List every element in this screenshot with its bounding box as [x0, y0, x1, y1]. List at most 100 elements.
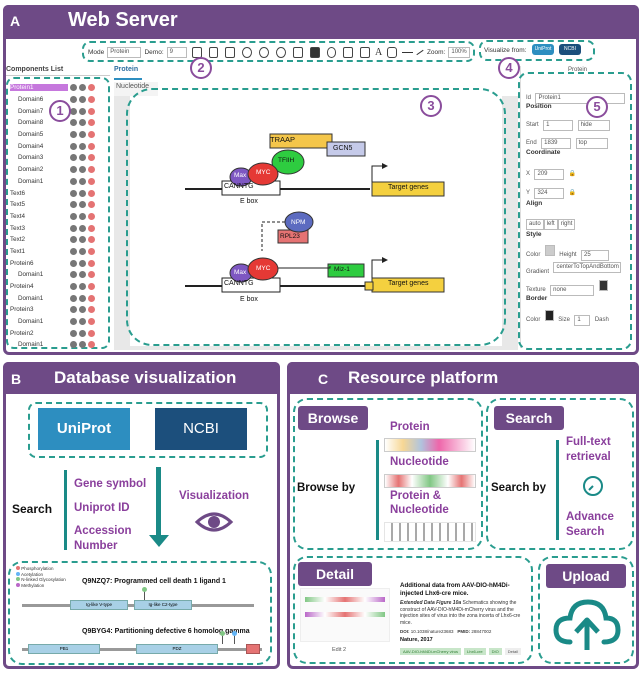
- ncbi-button[interactable]: NCBI: [559, 44, 581, 55]
- delete-icon[interactable]: [88, 306, 95, 314]
- up-icon[interactable]: [70, 294, 77, 302]
- component-item[interactable]: Domain1: [10, 339, 106, 351]
- component-item[interactable]: Domain3: [10, 152, 106, 164]
- file-icon[interactable]: [225, 47, 236, 58]
- shape-icon[interactable]: [343, 47, 354, 58]
- up-icon[interactable]: [70, 119, 77, 127]
- component-item[interactable]: Text6: [10, 187, 106, 199]
- delete-icon[interactable]: [88, 318, 95, 326]
- down-icon[interactable]: [79, 306, 86, 314]
- down-icon[interactable]: [79, 189, 86, 197]
- text-tool-icon[interactable]: A: [375, 47, 383, 58]
- up-icon[interactable]: [70, 154, 77, 162]
- delete-icon[interactable]: [88, 341, 95, 349]
- end-input[interactable]: 1839: [541, 138, 572, 149]
- up-icon[interactable]: [70, 271, 77, 279]
- line-icon[interactable]: [402, 52, 414, 53]
- lock-icon[interactable]: 🔒: [568, 190, 577, 196]
- delete-icon[interactable]: [88, 84, 95, 92]
- component-item[interactable]: Domain5: [10, 129, 106, 141]
- delete-icon[interactable]: [88, 247, 95, 255]
- down-icon[interactable]: [79, 259, 86, 267]
- target-icon[interactable]: [242, 47, 253, 58]
- texture-select[interactable]: none: [550, 285, 595, 296]
- align-left[interactable]: left: [543, 219, 558, 230]
- delete-icon[interactable]: [88, 236, 95, 244]
- cloud-upload-icon[interactable]: [552, 596, 622, 654]
- color-swatch[interactable]: [544, 245, 555, 256]
- delete-icon[interactable]: [88, 271, 95, 279]
- up-icon[interactable]: [70, 259, 77, 267]
- down-icon[interactable]: [79, 166, 86, 174]
- rect-icon[interactable]: [292, 47, 303, 58]
- delete-icon[interactable]: [88, 166, 95, 174]
- down-icon[interactable]: [79, 212, 86, 220]
- up-icon[interactable]: [70, 224, 77, 232]
- uniprot-button[interactable]: UniProt: [532, 44, 554, 55]
- top-select[interactable]: top: [575, 138, 608, 149]
- down-icon[interactable]: [79, 247, 86, 255]
- up-icon[interactable]: [70, 236, 77, 244]
- align-auto[interactable]: auto: [526, 219, 544, 230]
- delete-icon[interactable]: [88, 283, 95, 291]
- up-icon[interactable]: [70, 283, 77, 291]
- up-icon[interactable]: [70, 212, 77, 220]
- download-icon[interactable]: [208, 47, 219, 58]
- up-icon[interactable]: [70, 318, 77, 326]
- delete-icon[interactable]: [88, 329, 95, 337]
- delete-icon[interactable]: [88, 294, 95, 302]
- down-icon[interactable]: [79, 131, 86, 139]
- component-item[interactable]: Domain1: [10, 176, 106, 188]
- size-input[interactable]: 1: [574, 315, 591, 326]
- component-item[interactable]: Domain8: [10, 117, 106, 129]
- up-icon[interactable]: [70, 177, 77, 185]
- tag-virus[interactable]: AAV-DIO-hM4Di-mCherry virus: [400, 648, 462, 655]
- align-right[interactable]: right: [557, 219, 576, 230]
- undo-icon[interactable]: [259, 47, 269, 58]
- lock-icon[interactable]: 🔒: [568, 171, 577, 177]
- component-item[interactable]: Domain1: [10, 269, 106, 281]
- component-item[interactable]: Protein4: [10, 281, 106, 293]
- down-icon[interactable]: [79, 318, 86, 326]
- mode-select[interactable]: Protein: [107, 47, 142, 58]
- ellipse-icon[interactable]: [326, 47, 337, 58]
- hexagon-icon[interactable]: [387, 47, 398, 58]
- x-input[interactable]: 209: [534, 169, 565, 180]
- delete-icon[interactable]: [88, 119, 95, 127]
- up-icon[interactable]: [70, 201, 77, 209]
- zoom-select[interactable]: 100%: [448, 47, 471, 58]
- down-icon[interactable]: [79, 236, 86, 244]
- delete-icon[interactable]: [88, 154, 95, 162]
- component-item[interactable]: Text4: [10, 211, 106, 223]
- delete-icon[interactable]: [88, 142, 95, 150]
- tag-dio[interactable]: DIO: [488, 648, 502, 655]
- component-item[interactable]: Protein1: [10, 82, 106, 94]
- component-item[interactable]: Text1: [10, 246, 106, 258]
- texture-swatch[interactable]: [598, 280, 608, 291]
- fill-rect-icon[interactable]: [309, 47, 320, 58]
- delete-icon[interactable]: [88, 96, 95, 104]
- component-item[interactable]: Domain6: [10, 94, 106, 106]
- delete-icon[interactable]: [88, 131, 95, 139]
- brush-icon[interactable]: [360, 47, 371, 58]
- down-icon[interactable]: [79, 201, 86, 209]
- down-icon[interactable]: [79, 271, 86, 279]
- delete-icon[interactable]: [88, 212, 95, 220]
- y-input[interactable]: 324: [534, 188, 565, 199]
- down-icon[interactable]: [79, 224, 86, 232]
- edit-link[interactable]: Edit 2: [332, 647, 347, 653]
- down-icon[interactable]: [79, 177, 86, 185]
- tag-lhx6[interactable]: Lhx6-cre: [464, 648, 486, 655]
- redo-icon[interactable]: [275, 47, 286, 58]
- delete-icon[interactable]: [88, 259, 95, 267]
- demo-select[interactable]: 9: [166, 47, 187, 58]
- down-icon[interactable]: [79, 294, 86, 302]
- up-icon[interactable]: [70, 306, 77, 314]
- delete-icon[interactable]: [88, 224, 95, 232]
- start-input[interactable]: 1: [543, 120, 574, 131]
- up-icon[interactable]: [70, 107, 77, 115]
- component-item[interactable]: Domain7: [10, 105, 106, 117]
- down-icon[interactable]: [79, 329, 86, 337]
- diagonal-line-icon[interactable]: [416, 49, 424, 56]
- delete-icon[interactable]: [88, 107, 95, 115]
